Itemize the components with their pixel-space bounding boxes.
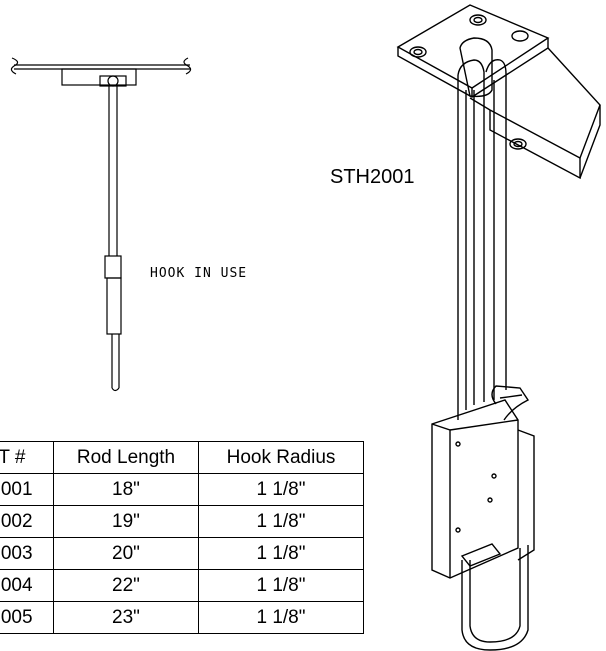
cell-hook-radius: 1 1/8": [198, 537, 364, 570]
cell-hook-radius: 1 1/8": [198, 601, 364, 634]
mounting-hole: [469, 14, 487, 26]
cell-part-number: I2003: [0, 537, 54, 570]
cell-part-number: I2002: [0, 505, 54, 538]
side-view-hook-in-use: [10, 57, 192, 392]
cell-hook-radius: 1 1/8": [198, 505, 364, 538]
mounting-bracket: [396, 4, 550, 89]
ceiling-line: [10, 57, 19, 75]
table-row: I2003 20" 1 1/8": [0, 537, 364, 570]
mounting-hole: [509, 138, 527, 150]
hook-u: [461, 545, 529, 651]
cell-rod-length: 23": [53, 601, 199, 634]
hook-latch: [491, 385, 530, 421]
mounting-hole: [409, 46, 427, 58]
table-header-row: RT # Rod Length Hook Radius: [0, 441, 364, 474]
table-row: I2002 19" 1 1/8": [0, 505, 364, 538]
cell-part-number: I2004: [0, 569, 54, 602]
mounting-hole: [511, 30, 529, 42]
isometric-view-sth2001: [396, 4, 601, 651]
rod-right: [485, 59, 507, 390]
rod-left: [457, 59, 485, 402]
part-number-label: STH2001: [330, 166, 415, 188]
cell-hook-radius: 1 1/8": [198, 473, 364, 506]
header-rod-length: Rod Length: [53, 441, 199, 474]
table-row: I2004 22" 1 1/8": [0, 569, 364, 602]
cell-part-number: I2001: [0, 473, 54, 506]
hook-plate: [431, 399, 519, 579]
hook-in-use-label: HOOK IN USE: [150, 266, 248, 281]
header-part-number: RT #: [0, 441, 54, 474]
cell-part-number: I2005: [0, 601, 54, 634]
table-row: I2001 18" 1 1/8": [0, 473, 364, 506]
cell-rod-length: 19": [53, 505, 199, 538]
header-hook-radius: Hook Radius: [198, 441, 364, 474]
parts-table: RT # Rod Length Hook Radius I2001 18" 1 …: [0, 441, 364, 634]
ceiling-plate: [61, 68, 137, 86]
cell-rod-length: 22": [53, 569, 199, 602]
rod-coupler: [104, 255, 122, 279]
cell-hook-radius: 1 1/8": [198, 569, 364, 602]
cell-rod-length: 20": [53, 537, 199, 570]
cell-rod-length: 18": [53, 473, 199, 506]
table-row: I2005 23" 1 1/8": [0, 601, 364, 634]
